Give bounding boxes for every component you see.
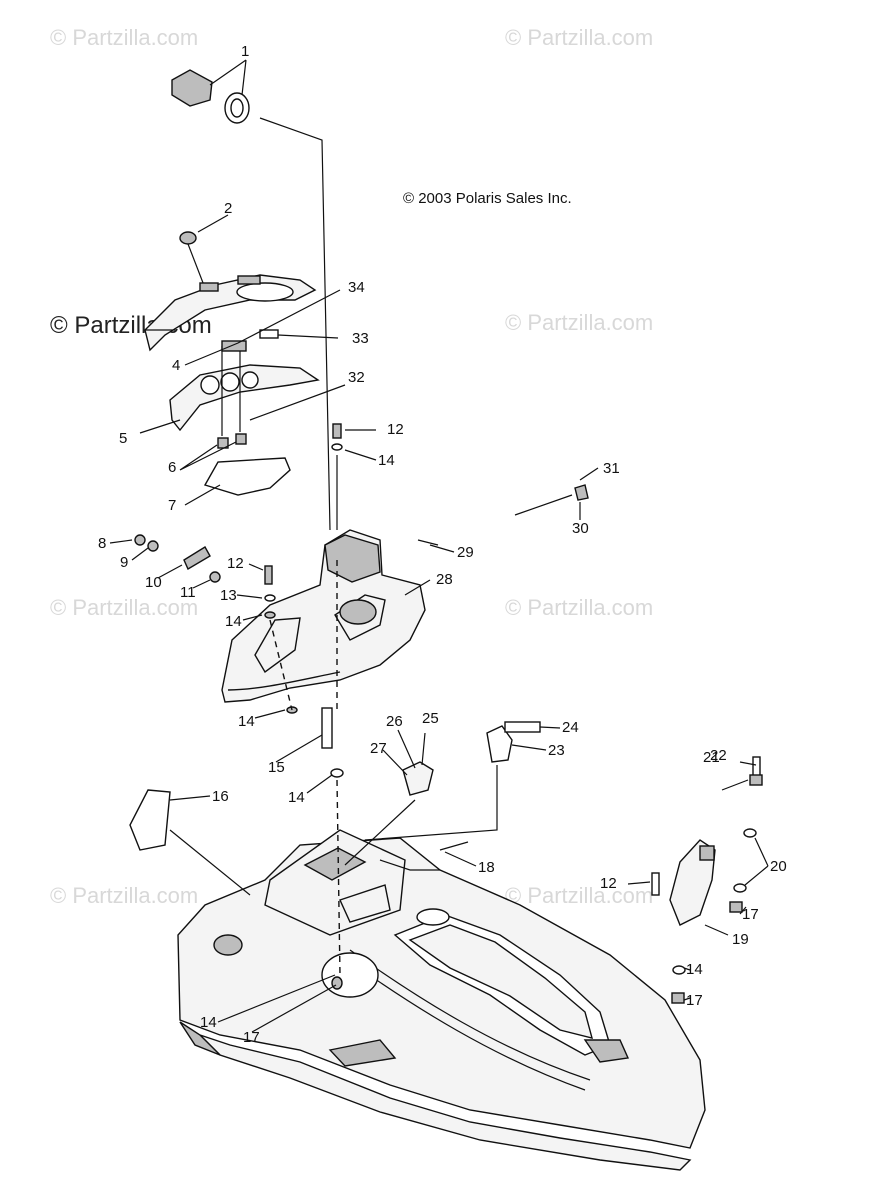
leader-lines xyxy=(109,59,769,1033)
callout-26: 26 xyxy=(386,713,403,730)
callout-17: 17 xyxy=(686,992,703,1009)
small-parts-illustration xyxy=(129,423,763,1004)
callout-24: 24 xyxy=(562,719,579,736)
callout-8: 8 xyxy=(98,535,106,552)
callout-labels: 1 2 4 5 6 7 8 9 10 11 12 12 12 13 14 14 … xyxy=(98,43,787,1046)
watermark: © Partzilla.com xyxy=(505,595,653,620)
callout-14: 14 xyxy=(238,713,255,730)
callout-14: 14 xyxy=(200,1014,217,1031)
watermark: © Partzilla.com xyxy=(50,595,198,620)
callout-10: 10 xyxy=(145,574,162,591)
callout-31: 31 xyxy=(603,460,620,477)
hood-illustration xyxy=(221,529,426,703)
callout-14: 14 xyxy=(378,452,395,469)
callout-5: 5 xyxy=(119,430,127,447)
callout-12: 12 xyxy=(387,421,404,438)
callout-17: 17 xyxy=(742,906,759,923)
watermark: © Partzilla.com xyxy=(50,25,198,50)
callout-16: 16 xyxy=(212,788,229,805)
hull-illustration xyxy=(177,829,706,1171)
callout-2: 2 xyxy=(224,200,232,217)
callout-30: 30 xyxy=(572,520,589,537)
watermark: © Partzilla.com xyxy=(505,25,653,50)
callout-28: 28 xyxy=(436,571,453,588)
callout-27: 27 xyxy=(370,740,387,757)
plug-illustration xyxy=(171,69,250,124)
callout-13: 13 xyxy=(220,587,237,604)
callout-11: 11 xyxy=(180,584,196,601)
watermark: © Partzilla.com xyxy=(50,883,198,908)
watermark: © Partzilla.com xyxy=(505,883,653,908)
callout-7: 7 xyxy=(168,497,176,514)
callout-21: 21 xyxy=(703,749,720,766)
callout-34: 34 xyxy=(348,279,365,296)
callout-12: 12 xyxy=(600,875,617,892)
callout-12: 12 xyxy=(227,555,244,572)
callout-32: 32 xyxy=(348,369,365,386)
callout-29: 29 xyxy=(457,544,474,561)
callout-4: 4 xyxy=(172,357,180,374)
callout-6: 6 xyxy=(168,459,176,476)
callout-20: 20 xyxy=(770,858,787,875)
callout-15: 15 xyxy=(268,759,285,776)
callout-14: 14 xyxy=(288,789,305,806)
callout-14: 14 xyxy=(225,613,242,630)
assembly-lines xyxy=(169,117,573,976)
callout-19: 19 xyxy=(732,931,749,948)
callout-1: 1 xyxy=(241,43,249,60)
callout-33: 33 xyxy=(352,330,369,347)
callout-14: 14 xyxy=(686,961,703,978)
dash-light-illustration xyxy=(144,231,320,496)
callout-25: 25 xyxy=(422,710,439,727)
callout-23: 23 xyxy=(548,742,565,759)
callout-18: 18 xyxy=(478,859,495,876)
callout-22: 22 xyxy=(710,747,727,764)
watermark: © Partzilla.com xyxy=(505,310,653,335)
callout-17: 17 xyxy=(243,1029,260,1046)
callout-9: 9 xyxy=(120,554,128,571)
copyright-text: © 2003 Polaris Sales Inc. xyxy=(403,190,572,207)
